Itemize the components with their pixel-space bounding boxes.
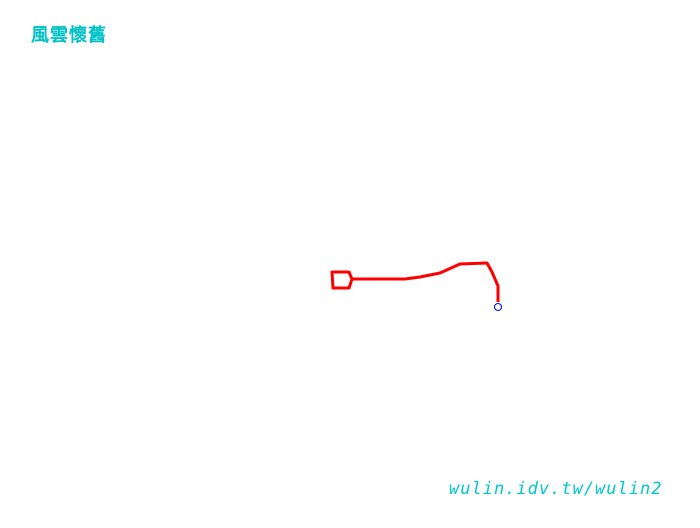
current-position-marker: [494, 303, 502, 311]
start-room-marker: [330, 270, 354, 290]
site-title: 風雲懷舊: [31, 25, 107, 46]
route-path: [352, 261, 500, 302]
site-url[interactable]: wulin.idv.tw/wulin2: [449, 479, 663, 499]
